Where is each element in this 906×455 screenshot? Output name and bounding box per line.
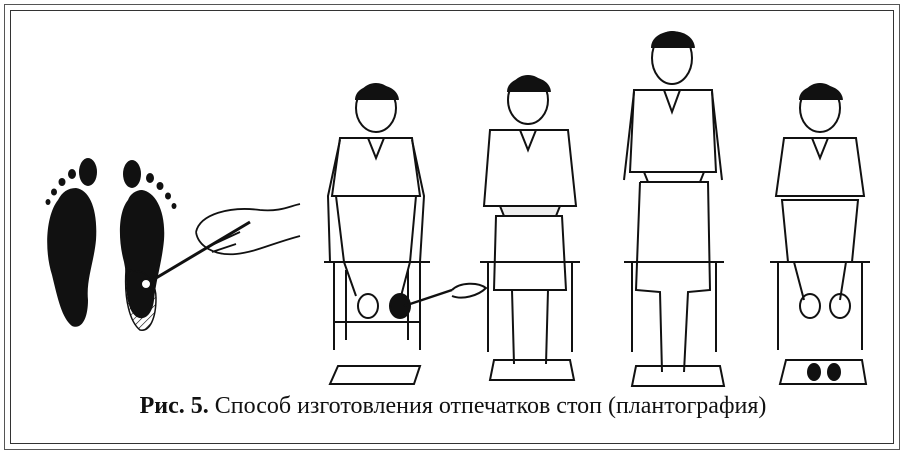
figure-illustration bbox=[0, 0, 906, 395]
figure-caption-text: Способ изготовления отпечатков стоп (пла… bbox=[215, 393, 767, 419]
standing-boy-on-paper-icon bbox=[624, 32, 724, 386]
footprints-with-brush-icon bbox=[46, 158, 301, 330]
seated-boy-feet-on-paper-icon bbox=[480, 76, 580, 380]
figure-label: Рис. 5. bbox=[140, 393, 209, 419]
figure-caption: Рис. 5. Способ изготовления отпечатков с… bbox=[0, 393, 906, 420]
seated-boy-with-footprints-icon bbox=[770, 84, 870, 384]
seated-boy-painting-feet-icon bbox=[324, 84, 486, 384]
